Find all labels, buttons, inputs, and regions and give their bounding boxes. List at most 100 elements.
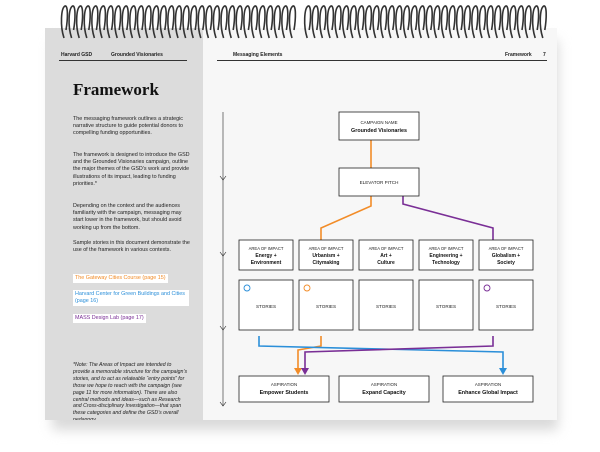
stories-label: STORIES bbox=[496, 304, 516, 309]
link-mass-design[interactable]: MASS Design Lab (page 17) bbox=[73, 314, 146, 323]
binding-coil bbox=[220, 5, 228, 39]
paragraph-samples: Sample stories in this document demonstr… bbox=[73, 240, 190, 254]
binding-coil bbox=[91, 5, 99, 39]
stories-label: STORIES bbox=[376, 304, 396, 309]
binding-coil bbox=[501, 5, 509, 39]
area-box-5: AREA OF IMPACT Globalism + Society bbox=[478, 239, 534, 271]
stories-label: STORIES bbox=[256, 304, 276, 309]
binding-coil bbox=[273, 5, 281, 39]
binding-coil bbox=[539, 5, 547, 39]
binding-coil bbox=[516, 5, 525, 39]
campaign-box: CAMPAIGN NAME Grounded Visionaries bbox=[338, 111, 420, 141]
header-rule-left bbox=[59, 60, 187, 61]
aspiration-label: ASPIRATION bbox=[271, 382, 297, 387]
binding-coil bbox=[113, 5, 122, 39]
story-marker-purple bbox=[483, 284, 491, 292]
timeline-arrow bbox=[219, 112, 227, 407]
binding-coil bbox=[425, 5, 433, 39]
aspiration-box-1: ASPIRATION Empower Students bbox=[238, 375, 330, 403]
binding-coil bbox=[509, 5, 517, 39]
left-text-panel: Harvard GSD Grounded Visionaries Framewo… bbox=[45, 28, 203, 420]
binding-coil bbox=[151, 5, 160, 39]
binding-coil bbox=[417, 5, 426, 39]
area-name-line1: Energy + bbox=[255, 253, 276, 259]
stories-label: STORIES bbox=[316, 304, 336, 309]
binding-coil bbox=[68, 5, 76, 39]
binding-coil bbox=[486, 5, 494, 39]
header-framework: Framework bbox=[505, 52, 532, 58]
area-label: AREA OF IMPACT bbox=[309, 246, 344, 251]
header-org: Harvard GSD bbox=[61, 52, 93, 58]
binding-coil bbox=[463, 5, 471, 39]
area-box-3: AREA OF IMPACT Art + Culture bbox=[358, 239, 414, 271]
area-name-line2: Society bbox=[497, 260, 515, 266]
binding-coil bbox=[121, 5, 129, 39]
stories-box-3: STORIES bbox=[358, 279, 414, 331]
binding-coil bbox=[159, 5, 167, 39]
binding-coil bbox=[182, 5, 190, 39]
notebook-page: Harvard GSD Grounded Visionaries Framewo… bbox=[45, 28, 557, 420]
binding-coil bbox=[433, 5, 441, 39]
aspiration-box-2: ASPIRATION Expand Capacity bbox=[338, 375, 430, 403]
binding-coil bbox=[98, 5, 107, 39]
binding-coil bbox=[478, 5, 487, 39]
binding-coil bbox=[227, 5, 236, 39]
binding-coil bbox=[212, 5, 221, 39]
binding-coil bbox=[326, 5, 335, 39]
binding-coil bbox=[281, 5, 289, 39]
binding-coil bbox=[189, 5, 198, 39]
connector-blue-bottom bbox=[258, 336, 504, 372]
binding-coil bbox=[531, 5, 540, 39]
connector-orange-bottom bbox=[297, 336, 322, 372]
binding-coil bbox=[243, 5, 251, 39]
paragraph-context: Depending on the context and the audienc… bbox=[73, 203, 182, 231]
binding-coil bbox=[493, 5, 502, 39]
binding-coil bbox=[303, 5, 312, 39]
binding-coil bbox=[379, 5, 388, 39]
campaign-label: CAMPAIGN NAME bbox=[361, 120, 398, 125]
binding-coil bbox=[250, 5, 259, 39]
area-name-line1: Globalism + bbox=[492, 253, 521, 259]
binding-coil bbox=[205, 5, 213, 39]
binding-coil bbox=[372, 5, 380, 39]
elevator-pitch-box: ELEVATOR PITCH bbox=[338, 167, 420, 197]
binding-coil bbox=[471, 5, 479, 39]
aspiration-label: ASPIRATION bbox=[475, 382, 501, 387]
area-name-line1: Urbanism + bbox=[312, 253, 339, 259]
connector-orange-mid bbox=[320, 196, 372, 240]
header-section: Messaging Elements bbox=[233, 52, 283, 58]
elevator-pitch-label: ELEVATOR PITCH bbox=[360, 180, 399, 185]
binding-coil bbox=[440, 5, 449, 39]
binding-coil bbox=[357, 5, 365, 39]
aspiration-name: Enhance Global Impact bbox=[458, 390, 518, 396]
stories-box-4: STORIES bbox=[418, 279, 474, 331]
area-name-line1: Engineering + bbox=[429, 253, 462, 259]
binding-coil bbox=[524, 5, 532, 39]
binding-coil bbox=[364, 5, 373, 39]
area-name-line2: Culture bbox=[377, 260, 395, 266]
binding-coil bbox=[402, 5, 411, 39]
area-name-line1: Art + bbox=[380, 253, 392, 259]
binding-coil bbox=[349, 5, 357, 39]
binding-coil bbox=[136, 5, 145, 39]
connectors bbox=[258, 140, 504, 372]
arrowheads bbox=[294, 368, 507, 375]
diagram-panel: Messaging Elements Framework 7 bbox=[203, 28, 557, 420]
area-label: AREA OF IMPACT bbox=[489, 246, 524, 251]
binding-coil bbox=[334, 5, 342, 39]
binding-coil bbox=[448, 5, 456, 39]
stories-box-2: STORIES bbox=[298, 279, 354, 331]
paragraph-intro: The messaging framework outlines a strat… bbox=[73, 116, 183, 137]
binding-coil bbox=[341, 5, 350, 39]
binding-coil bbox=[60, 5, 69, 39]
aspiration-label: ASPIRATION bbox=[371, 382, 397, 387]
link-gateway-cities[interactable]: The Gateway Cities Course (page 15) bbox=[73, 274, 168, 283]
link-green-buildings[interactable]: Harvard Center for Green Buildings and C… bbox=[73, 290, 189, 306]
header-campaign: Grounded Visionaries bbox=[111, 52, 163, 58]
area-box-4: AREA OF IMPACT Engineering + Technology bbox=[418, 239, 474, 271]
binding-coil bbox=[387, 5, 395, 39]
binding-coil bbox=[410, 5, 418, 39]
story-marker-orange bbox=[303, 284, 311, 292]
area-name-line2: Technology bbox=[432, 260, 460, 266]
